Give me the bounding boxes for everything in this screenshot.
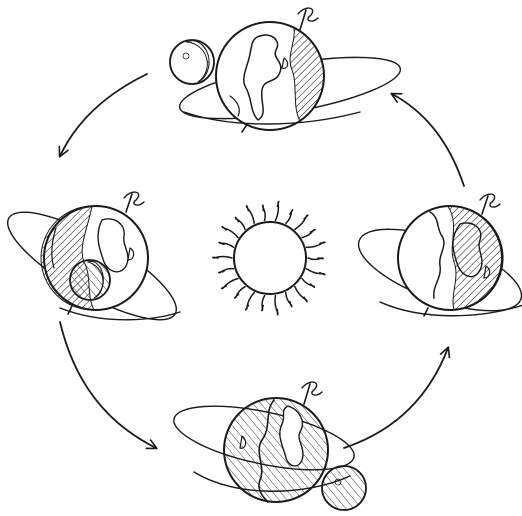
sun-ray <box>302 230 315 238</box>
moon-icon <box>70 260 110 300</box>
arrow-right-top <box>392 94 464 186</box>
sun-ray <box>219 242 233 247</box>
sun-ray <box>307 242 326 247</box>
sun-ray <box>307 269 325 275</box>
sun-ray <box>235 217 245 229</box>
sun-ray <box>286 210 293 224</box>
sun-ray <box>262 296 265 311</box>
sun-ray <box>213 257 232 258</box>
arrow-bottom-right <box>344 348 448 448</box>
sun-ray <box>275 201 278 220</box>
sun-ray <box>263 205 266 220</box>
sun-ray <box>247 206 255 224</box>
sun-ray <box>275 296 278 315</box>
sun-ray <box>308 258 323 259</box>
earth-left <box>0 192 189 338</box>
sun-ray <box>219 269 234 273</box>
sun-icon <box>213 201 325 314</box>
moon-icon <box>322 466 366 510</box>
moon-icon <box>170 40 214 84</box>
sun-ray <box>295 287 307 302</box>
sun-ray <box>295 215 308 229</box>
sun-ray <box>222 227 238 238</box>
earth-bottom <box>169 382 366 510</box>
sun-ray <box>286 293 292 307</box>
sun-ray <box>222 279 238 289</box>
sun-ray <box>302 279 314 288</box>
earth-right <box>349 194 522 328</box>
sun-ray <box>246 293 254 310</box>
arrow-top-left <box>60 74 147 156</box>
arrow-left-bottom <box>60 322 156 448</box>
sun-ray <box>235 287 245 298</box>
earth-top <box>170 8 404 132</box>
